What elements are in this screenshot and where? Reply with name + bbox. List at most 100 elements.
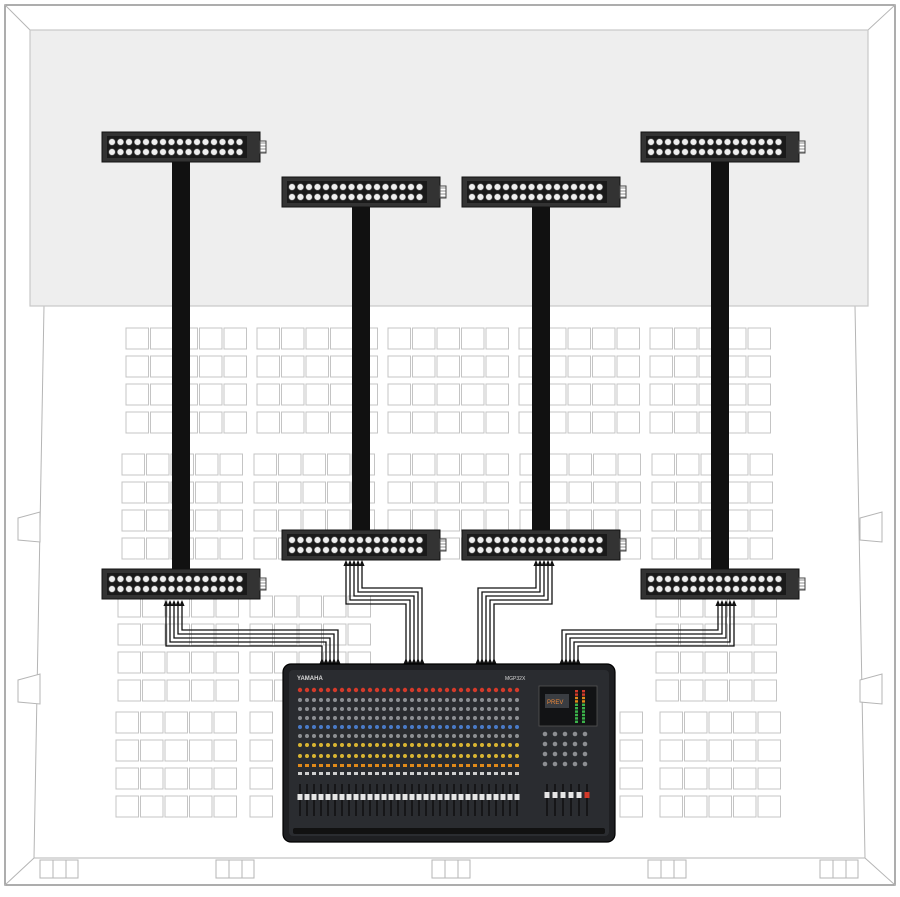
xlr-jack (373, 193, 381, 201)
seat (619, 767, 643, 790)
xlr-jack (184, 138, 193, 146)
xlr-jack (664, 585, 672, 593)
cue-button (494, 772, 498, 775)
seat (649, 355, 673, 378)
xlr-jack (159, 148, 167, 156)
xlr-jack (193, 585, 201, 593)
channel-knob (361, 698, 365, 702)
gain-knob (297, 687, 303, 693)
seat (684, 711, 708, 734)
channel-knob (501, 716, 505, 720)
xlr-jack (133, 585, 142, 593)
xlr-jack (502, 193, 510, 201)
seat (249, 795, 273, 818)
channel-knob (340, 725, 344, 729)
xlr-jack (142, 148, 150, 156)
side-door (859, 511, 883, 543)
channel-knob (382, 707, 386, 711)
seat (436, 327, 460, 350)
xlr-jack (330, 536, 339, 544)
seat (150, 411, 174, 434)
gain-knob (444, 687, 450, 693)
xlr-jack (561, 193, 570, 201)
arrow-head (327, 658, 333, 664)
pan-knob (298, 754, 302, 758)
seat (659, 767, 683, 790)
seat (412, 481, 436, 504)
level-meter-led (575, 720, 578, 723)
gain-knob (493, 687, 499, 693)
on-button (445, 764, 449, 767)
rear-exit (431, 859, 471, 879)
pan-knob (431, 754, 435, 758)
channel-knob (480, 734, 484, 738)
seat (616, 383, 640, 406)
xlr-jack (210, 575, 218, 583)
gain-knob (465, 687, 471, 693)
seat (616, 355, 640, 378)
xlr-jack (561, 183, 570, 191)
seat (117, 623, 141, 646)
effect-display (545, 694, 569, 708)
side-door (17, 511, 41, 543)
arrow-head (491, 658, 497, 664)
channel-knob (382, 734, 386, 738)
seat (747, 411, 771, 434)
seat (166, 651, 190, 674)
channel-knob (382, 716, 386, 720)
xlr-jack (108, 138, 116, 146)
seat (249, 679, 273, 702)
on-button (396, 764, 400, 767)
xlr-jack (322, 546, 330, 554)
seat (733, 739, 757, 762)
xlr-jack (407, 183, 415, 191)
channel-knob (396, 716, 400, 720)
channel-knob (305, 734, 309, 738)
cable-bundle-2 (345, 566, 423, 664)
seat (164, 739, 188, 762)
channel-knob (368, 725, 372, 729)
xlr-jack (493, 536, 502, 544)
seat (323, 595, 347, 618)
xlr-jack (689, 138, 698, 146)
channel-knob (445, 707, 449, 711)
channel-knob (445, 725, 449, 729)
gain-knob (416, 687, 422, 693)
seat (387, 327, 411, 350)
xlr-jack (519, 536, 527, 544)
master-fader-slot (586, 784, 588, 816)
level-meter-led (582, 690, 585, 693)
channel-knob (326, 707, 330, 711)
channel-knob (340, 734, 344, 738)
cue-button (459, 772, 463, 775)
channel-knob (319, 743, 323, 747)
effect-display-text: PREV (547, 700, 563, 706)
channel-knob (480, 707, 484, 711)
xlr-jack (176, 138, 184, 146)
seat (219, 481, 243, 504)
fader-cap (437, 794, 443, 800)
seat (461, 383, 485, 406)
on-button (389, 764, 393, 767)
xlr-jack (595, 536, 604, 544)
xlr-jack (125, 138, 133, 146)
arrow-head (359, 560, 365, 566)
seat (617, 481, 641, 504)
cable-line (489, 566, 549, 664)
cue-button (305, 772, 309, 775)
channel-knob (312, 707, 316, 711)
channel-knob (403, 698, 407, 702)
channel-knob (452, 743, 456, 747)
seat (256, 327, 280, 350)
seat (485, 383, 509, 406)
xlr-jack (116, 585, 125, 593)
on-button (333, 764, 337, 767)
level-meter-led (582, 717, 585, 720)
stage-boxes (101, 131, 806, 600)
seat (330, 383, 354, 406)
fader-cap (500, 794, 506, 800)
xlr-jack (749, 138, 757, 146)
channel-knob (312, 734, 316, 738)
xlr-jack (468, 546, 476, 554)
xlr-jack (193, 138, 201, 146)
